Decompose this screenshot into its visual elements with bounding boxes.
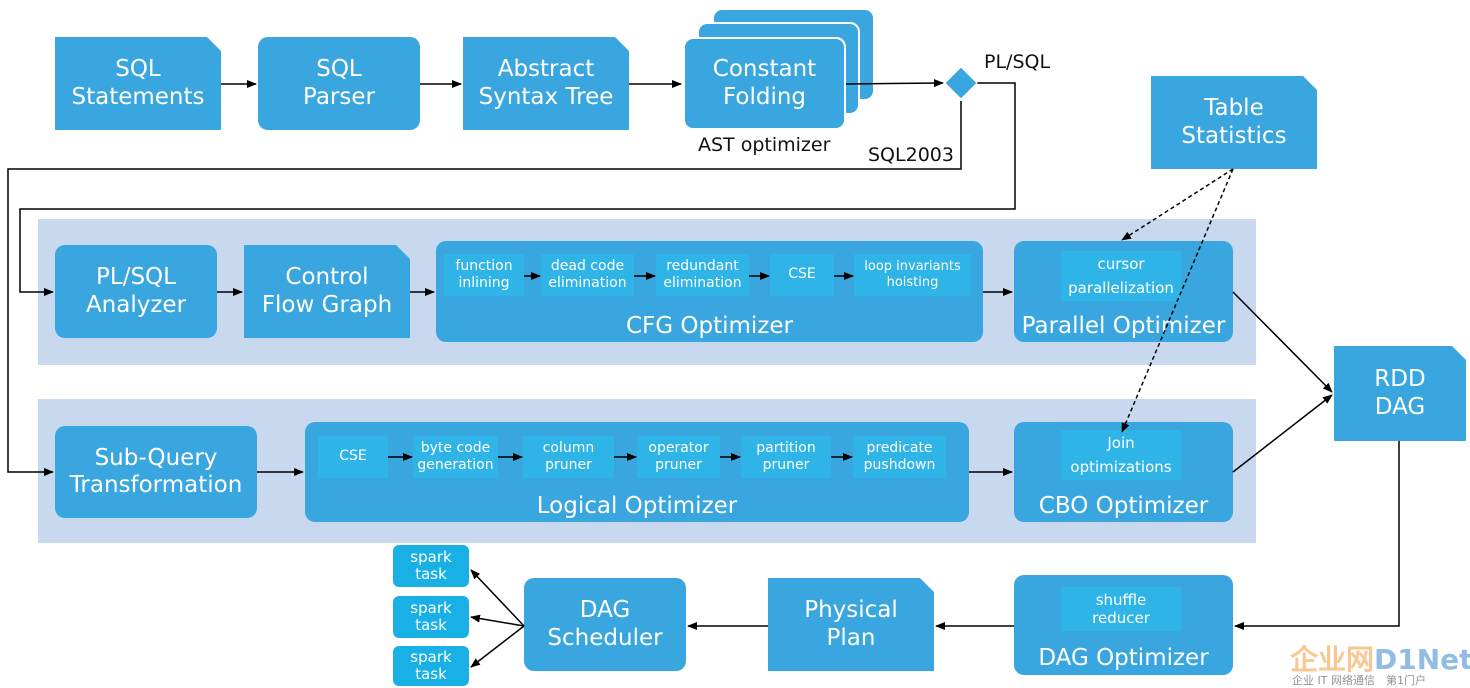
arrow-scheduler-to-task2 bbox=[470, 614, 525, 627]
watermark-logo-right: D1Net bbox=[1374, 643, 1470, 676]
abstract-syntax-tree-box: Abstract Syntax Tree bbox=[463, 37, 629, 130]
cfg-step-dead-code-elimination: dead code elimination bbox=[541, 254, 634, 296]
dag-step-shuffle-reducer: shuffle reducer bbox=[1061, 587, 1181, 631]
logical-optimizer-container: CSE byte code generation column pruner o… bbox=[305, 422, 969, 522]
cfg-step-loop-invariants-hoisting: loop invariants hoisting bbox=[854, 254, 971, 296]
arrow-cbo-to-rdd bbox=[1232, 394, 1333, 473]
dashed-stats-to-cbo bbox=[1121, 168, 1234, 433]
dag-optimizer-title: DAG Optimizer bbox=[1038, 645, 1209, 671]
watermark-tagline: 企业 IT 网络通信 第1门户 bbox=[1292, 674, 1426, 687]
arrow-scheduler-to-task1 bbox=[470, 569, 525, 627]
logical-step-operator-pruner: operator pruner bbox=[637, 436, 720, 478]
logical-step-byte-code-generation: byte code generation bbox=[413, 436, 498, 478]
cfg-step-cse: CSE bbox=[770, 254, 834, 296]
spark-task-2: spark task bbox=[393, 596, 469, 638]
arrow-parallel-to-rdd bbox=[1232, 291, 1333, 393]
spark-task-3: spark task bbox=[393, 646, 469, 686]
logical-step-cse: CSE bbox=[318, 436, 388, 478]
cfg-step-redundant-elimination: redundant elimination bbox=[656, 254, 749, 296]
plsql-branch-label: PL/SQL bbox=[984, 51, 1051, 73]
path-rdd-to-dagopt bbox=[1234, 441, 1400, 630]
sql2003-branch-label: SQL2003 bbox=[868, 144, 954, 166]
dag-optimizer-container: shuffle reducer DAG Optimizer bbox=[1014, 575, 1233, 675]
spark-task-1: spark task bbox=[393, 545, 469, 587]
dashed-stats-to-parallel bbox=[1121, 168, 1234, 241]
cbo-optimizer-container: Join optimizations CBO Optimizer bbox=[1014, 422, 1233, 522]
sql-statements-box: SQL Statements bbox=[55, 37, 221, 130]
arrow-folding-to-decision bbox=[845, 79, 944, 88]
plsql-analyzer-box: PL/SQL Analyzer bbox=[55, 245, 217, 338]
path-plsql-to-analyzer bbox=[19, 82, 1016, 296]
cbo-step-join-optimizations: Join optimizations bbox=[1061, 430, 1181, 480]
control-flow-graph-box: Control Flow Graph bbox=[244, 245, 410, 338]
cfg-optimizer-container: function inlining dead code elimination … bbox=[436, 241, 983, 342]
logical-step-partition-pruner: partition pruner bbox=[741, 436, 831, 478]
constant-folding-box: Constant Folding bbox=[683, 37, 846, 130]
physical-plan-box: Physical Plan bbox=[768, 578, 934, 671]
watermark-logo-left: 企业网 bbox=[1290, 643, 1375, 676]
ast-optimizer-label: AST optimizer bbox=[698, 134, 831, 156]
sql-parser-box: SQL Parser bbox=[258, 37, 420, 130]
cfg-step-function-inlining: function inlining bbox=[444, 254, 524, 296]
rdd-dag-box: RDD DAG bbox=[1334, 346, 1466, 441]
logical-step-column-pruner: column pruner bbox=[523, 436, 614, 478]
arrow-scheduler-to-task3 bbox=[470, 625, 525, 668]
parallel-step-cursor-parallelization: cursor parallelization bbox=[1061, 251, 1181, 301]
logical-step-predicate-pushdown: predicate pushdown bbox=[853, 436, 946, 478]
logical-optimizer-title: Logical Optimizer bbox=[536, 493, 738, 519]
cfg-optimizer-title: CFG Optimizer bbox=[625, 313, 793, 339]
dag-scheduler-box: DAG Scheduler bbox=[524, 578, 686, 671]
subquery-transformation-box: Sub-Query Transformation bbox=[55, 426, 257, 518]
table-statistics-box: Table Statistics bbox=[1151, 76, 1317, 169]
parallel-optimizer-title: Parallel Optimizer bbox=[1021, 313, 1226, 339]
parallel-optimizer-container: cursor parallelization Parallel Optimize… bbox=[1014, 241, 1233, 342]
language-decision-diamond bbox=[944, 66, 978, 100]
watermark-logo: 企业网D1Net bbox=[1290, 638, 1470, 678]
cbo-optimizer-title: CBO Optimizer bbox=[1038, 493, 1209, 519]
path-sql2003-to-subquery bbox=[7, 101, 962, 476]
